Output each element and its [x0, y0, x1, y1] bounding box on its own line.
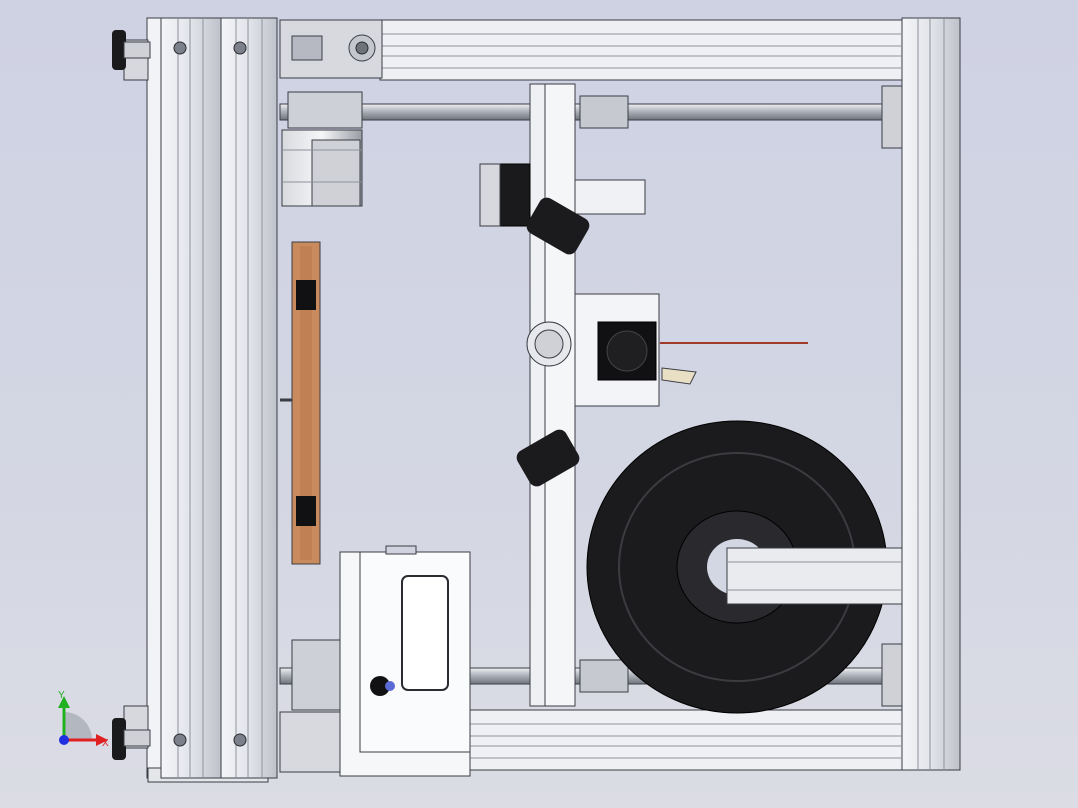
rotary-knob-icon[interactable]	[370, 676, 395, 696]
adjustment-knob-icon[interactable]	[112, 30, 151, 70]
lcd-control-box	[339, 545, 471, 777]
hotend-assembly	[526, 293, 808, 407]
belt-idler-bottom	[516, 429, 580, 487]
filament-spool	[586, 420, 903, 714]
controller-pcb	[280, 241, 321, 565]
extruder-motor	[479, 163, 531, 227]
axis-x-label: X	[102, 738, 109, 749]
top-guide-rod	[279, 85, 903, 149]
axis-y-label: Y	[58, 690, 65, 701]
top-frame-extrusion	[379, 19, 903, 81]
bottom-frame-extrusion	[467, 709, 903, 771]
left-frame-extrusions	[160, 17, 278, 779]
bottom-motor-bracket	[279, 639, 351, 773]
adjustment-knob-icon[interactable]	[112, 718, 151, 760]
coordinate-triad-icon[interactable]: Y X	[58, 690, 109, 749]
stepper-motor-top	[281, 129, 363, 207]
top-motor-bracket	[279, 19, 383, 79]
belt-idler-top	[526, 197, 590, 255]
right-frame-extrusion	[901, 17, 961, 771]
